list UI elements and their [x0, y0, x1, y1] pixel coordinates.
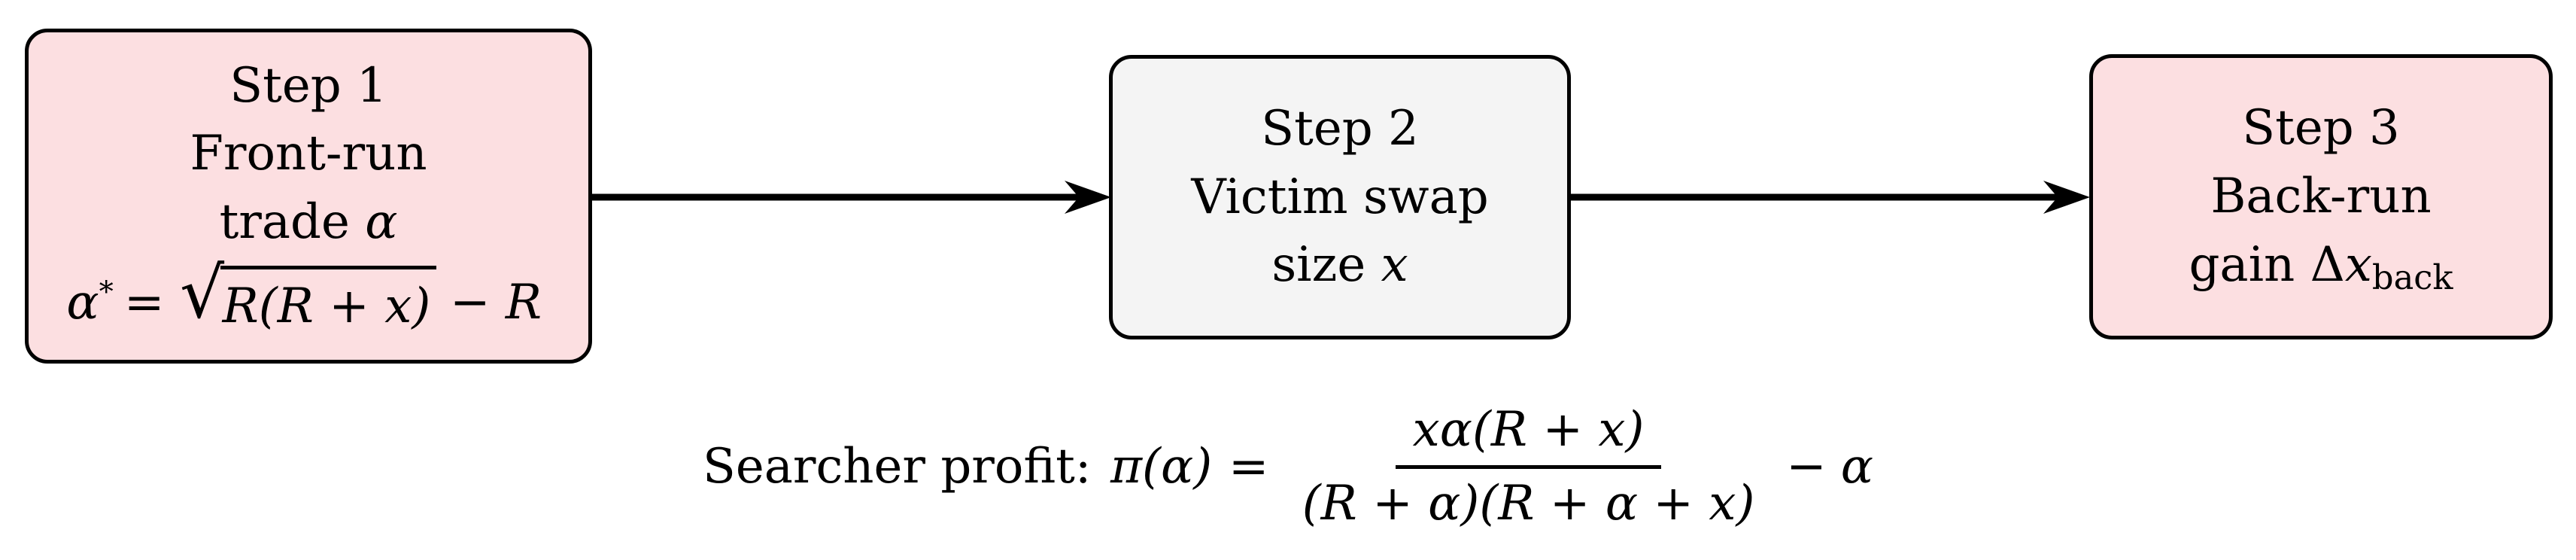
alpha-star-term: α*: [66, 275, 114, 331]
step3-title: Step 3: [2242, 100, 2400, 157]
sqrt-expression: √R(R + x): [180, 258, 436, 341]
step2-title: Step 2: [1261, 100, 1419, 157]
step2-box: Step 2 Victim swap size x: [1109, 55, 1571, 339]
step1-box: Step 1 Front-run trade α α* = √R(R + x) …: [25, 29, 592, 364]
alpha-term: α: [1840, 439, 1874, 495]
arrowhead-icon: [2043, 181, 2090, 214]
equals-sign: =: [1228, 439, 1269, 495]
back-subscript: back: [2371, 257, 2453, 298]
pi-of-alpha: π(α): [1110, 439, 1213, 495]
equals-sign: =: [123, 275, 165, 331]
step2-line2: Victim swap: [1191, 169, 1489, 225]
step1-title: Step 1: [229, 57, 387, 114]
profit-formula-label: Searcher profit:: [702, 439, 1092, 495]
radical-sign-icon: √: [180, 252, 225, 334]
step1-formula: α* = √R(R + x) − R: [66, 258, 550, 341]
step2-line3: size x: [1271, 237, 1408, 294]
step1-line3: trade α: [219, 194, 398, 251]
step3-line2: Back-run: [2210, 169, 2432, 225]
arrow-step2-to-step3: [1571, 181, 2090, 214]
fraction-denominator: (R + α)(R + α + x): [1302, 475, 1755, 531]
formula-tail: − R: [449, 275, 542, 331]
arrow-step1-to-step2: [592, 181, 1111, 214]
arrowhead-icon: [1065, 181, 1111, 214]
step3-box: Step 3 Back-run gain Δxback: [2089, 54, 2553, 339]
profit-formula: Searcher profit: π(α) = xα(R + x) (R + α…: [0, 376, 2576, 557]
minus-sign: −: [1785, 439, 1827, 495]
step3-line3: gain Δxback: [2189, 236, 2453, 298]
fraction-numerator: xα(R + x): [1396, 400, 1661, 469]
delta-symbol: Δ: [2310, 236, 2345, 293]
profit-fraction: xα(R + x) (R + α)(R + α + x): [1293, 400, 1764, 534]
radicand: R(R + x): [220, 265, 436, 341]
step1-line2: Front-run: [190, 126, 427, 182]
